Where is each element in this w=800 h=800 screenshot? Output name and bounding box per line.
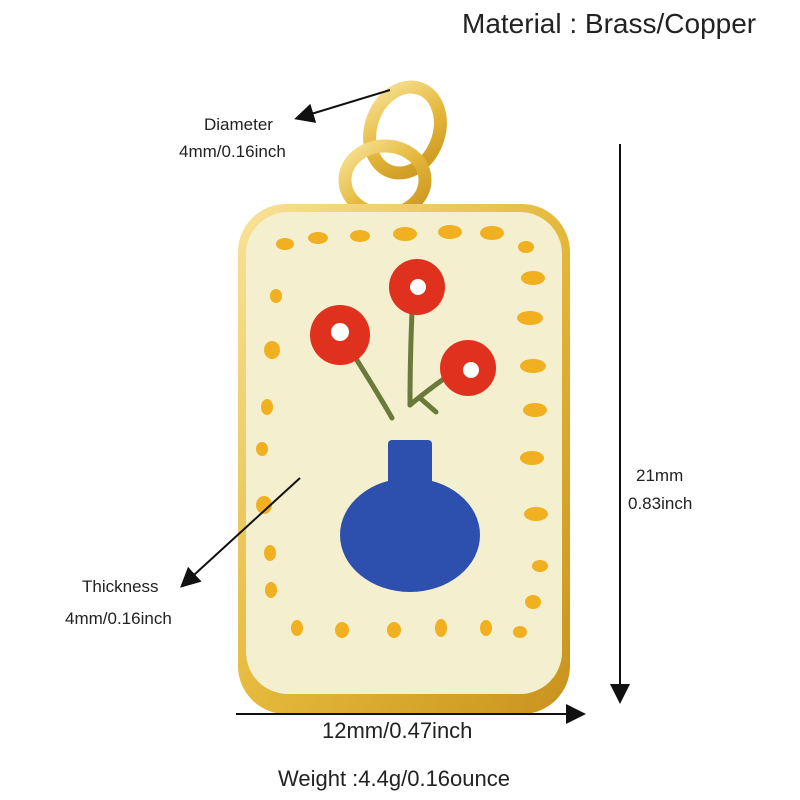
flower-top: [389, 259, 445, 315]
thickness-arrow: [180, 477, 301, 588]
border-dots: [256, 225, 548, 638]
vase: [340, 440, 480, 592]
jump-ring-bottom: [338, 139, 432, 221]
thickness-value: 4mm/0.16inch: [65, 609, 172, 628]
height-inch-label: 0.83inch: [628, 494, 693, 513]
diameter-value: 4mm/0.16inch: [179, 142, 286, 161]
flower-right: [440, 340, 496, 396]
material-title: Material : Brass/Copper: [462, 8, 757, 39]
thickness-label: Thickness: [82, 577, 159, 596]
width-label: 12mm/0.47inch: [322, 718, 473, 743]
pendant: [238, 204, 570, 714]
height-mm-label: 21mm: [636, 466, 684, 485]
flower-left: [310, 305, 370, 365]
diameter-label: Diameter: [204, 115, 273, 134]
diameter-arrow: [294, 89, 391, 123]
weight-label: Weight :4.4g/0.16ounce: [278, 766, 510, 791]
jump-ring-top: [363, 80, 447, 180]
